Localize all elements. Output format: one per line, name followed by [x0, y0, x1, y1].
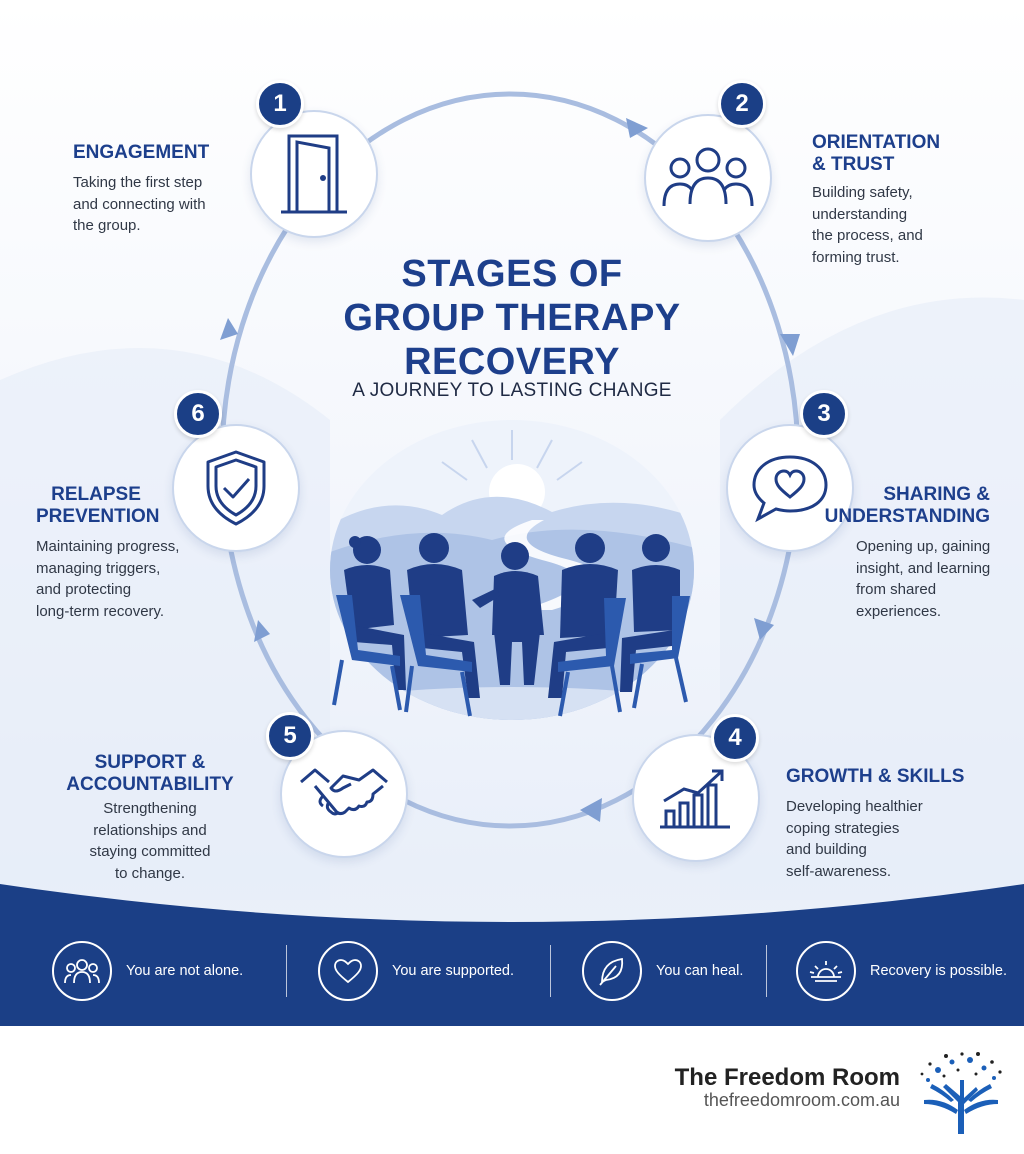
people-icon: [52, 941, 112, 1001]
group-people-icon: [662, 147, 754, 207]
heart-icon: [318, 941, 378, 1001]
stage-2-badge: 2: [718, 80, 766, 128]
stage-6-title: RELAPSE PREVENTION: [36, 484, 160, 527]
arrow-3-4: [754, 618, 774, 640]
page-title: STAGES OF GROUP THERAPY RECOVERY: [343, 253, 681, 383]
handshake-icon: [300, 768, 388, 816]
page-subtitle: A JOURNEY TO LASTING CHANGE: [352, 380, 672, 401]
sunrise-icon: [796, 941, 856, 1001]
door-icon: [281, 134, 347, 214]
stage-2-title: ORIENTATION & TRUST: [812, 132, 941, 175]
brand-url[interactable]: thefreedomroom.com.au: [703, 1090, 900, 1110]
stage-6-description: Maintaining progress, managing triggers,…: [36, 538, 180, 620]
arrow-5-6: [254, 620, 270, 642]
stage-4-badge: 4: [711, 714, 759, 762]
arrow-6-1: [220, 318, 238, 340]
leaf-icon: [582, 941, 642, 1001]
banner-text-heal: You can heal.: [656, 963, 744, 979]
growth-chart-icon: [660, 769, 730, 829]
affirmation-banner: [0, 884, 1024, 1026]
heart-speech-bubble-icon: [752, 455, 828, 523]
banner-item-supported: You are supported.: [318, 940, 514, 1002]
stage-6-badge: 6: [174, 390, 222, 438]
stage-4-description: Developing healthier coping strategies a…: [786, 798, 923, 880]
banner-text-supported: You are supported.: [392, 963, 515, 979]
people-silhouettes: [344, 533, 680, 698]
stage-3-icon-circle: [726, 424, 854, 552]
arrow-1-2: [626, 118, 648, 138]
stage-3-title: SHARING & UNDERSTANDING: [824, 484, 990, 527]
group-therapy-illustration: [330, 420, 694, 720]
stage-1-badge: 1: [256, 80, 304, 128]
banner-item-heal: You can heal.: [582, 940, 743, 1002]
cycle-arrows: [220, 118, 800, 822]
stage-4-title: GROWTH & SKILLS: [786, 766, 965, 787]
stage-2-icon-circle: [644, 114, 772, 242]
banner-text-not-alone: You are not alone.: [126, 963, 244, 979]
stage-2-description: Building safety, understanding the proce…: [812, 184, 923, 266]
banner-text-recovery: Recovery is possible.: [870, 963, 1007, 979]
banner-divider-3: [766, 945, 767, 997]
stage-1-title: ENGAGEMENT: [73, 142, 210, 163]
stage-5-description: Strengthening relationships and staying …: [89, 800, 211, 882]
banner-item-recovery: Recovery is possible.: [796, 940, 1007, 1002]
stage-5-title: SUPPORT & ACCOUNTABILITY: [66, 752, 234, 795]
stage-5-badge: 5: [266, 712, 314, 760]
arrow-4-5: [580, 798, 602, 822]
brand-name: The Freedom Room: [674, 1064, 900, 1091]
sun-rays: [441, 430, 583, 481]
stage-3-badge: 3: [800, 390, 848, 438]
banner-divider-1: [286, 945, 287, 997]
banner-divider-2: [550, 945, 551, 997]
arrow-2-3: [780, 334, 800, 356]
stage-1-icon-circle: [250, 110, 378, 238]
tree-logo-icon: [920, 1052, 1002, 1134]
stage-6-icon-circle: [172, 424, 300, 552]
banner-item-not-alone: You are not alone.: [52, 940, 243, 1002]
chairs: [332, 595, 690, 717]
stage-1-description: Taking the first step and connecting wit…: [73, 174, 206, 234]
shield-check-icon: [206, 450, 266, 526]
footer: [0, 1026, 1024, 1154]
stage-3-description: Opening up, gaining insight, and learnin…: [856, 538, 991, 620]
